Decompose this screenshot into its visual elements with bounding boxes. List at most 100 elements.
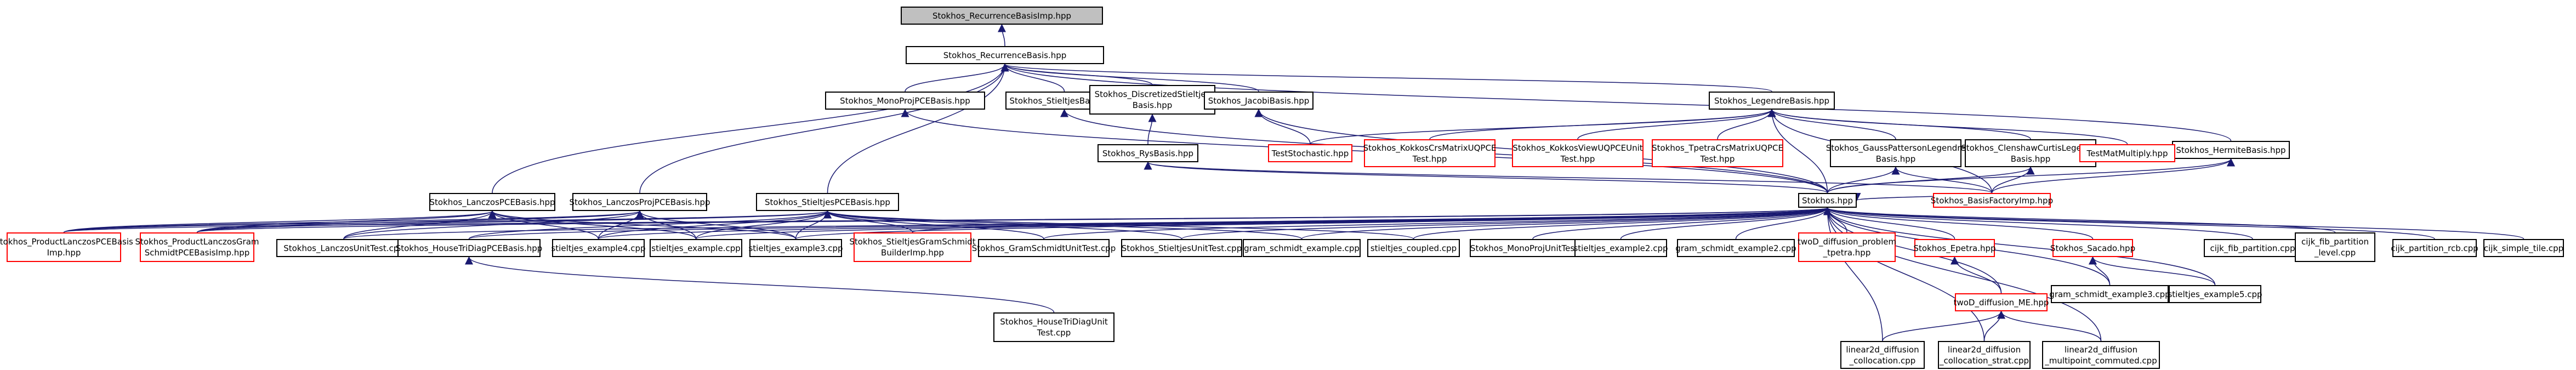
- node-teststochastic[interactable]: TestStochastic.hpp: [1268, 144, 1352, 162]
- edge-productlanczos-to-lanczosproj: [63, 210, 644, 233]
- edge-basisfactory-to-clenshaw: [1991, 166, 2035, 193]
- node-discretized[interactable]: Stokhos_DiscretizedStieltjes Basis.hpp: [1089, 85, 1215, 115]
- node-stieltjesex5[interactable]: stieltjes_example5.cpp: [2168, 285, 2262, 303]
- node-productlanczos[interactable]: Stokhos_ProductLanczosPCEBasis Imp.hpp: [0, 232, 133, 262]
- node-stieltjesunit[interactable]: Stokhos_StieltjesUnitTest.cpp: [1121, 239, 1242, 257]
- node-stieltjescoupled[interactable]: stieltjes_coupled.cpp: [1367, 239, 1460, 257]
- edge-simpletile-to-stokhos: [1823, 207, 2524, 240]
- edge-stieltjesex-to-stieltjespce: [695, 210, 832, 240]
- edge-basisfactory-to-hermite: [1991, 158, 2235, 193]
- edge-legendre-to-recurrence: [1001, 63, 1772, 92]
- node-lanczosproj[interactable]: Stokhos_LanczosProjPCEBasis.hpp: [570, 193, 710, 211]
- edge-productlanczos-to-lanczospce: [63, 210, 496, 233]
- node-simpletile[interactable]: cijk_simple_tile.cpp: [2483, 239, 2564, 257]
- edge-jacobi-to-recurrence: [1000, 63, 1259, 92]
- edge-productlanczosgram-to-stokhos: [196, 207, 1831, 233]
- edge-tpetracrs-to-legendre: [1717, 109, 1776, 140]
- node-linear2d-multipoint[interactable]: linear2d_diffusion _multipoint_commuted.…: [2042, 341, 2160, 369]
- node-tpetracrs[interactable]: Stokhos_TpetraCrsMatrixUQPCE Test.hpp: [1652, 139, 1783, 167]
- edge-testmatmul-to-legendre: [1767, 109, 2128, 145]
- edge-fiberpartition-to-stokhos: [1823, 207, 2253, 240]
- node-basisfactory[interactable]: Stokhos_BasisFactoryImp.hpp: [1931, 193, 2053, 208]
- node-stieltjesex2[interactable]: stieltjes_example2.cpp: [1573, 239, 1668, 257]
- edge-gramunit-to-stokhos: [1043, 207, 1832, 240]
- node-stokhos[interactable]: Stokhos.hpp: [1798, 193, 1857, 208]
- edge-gausspatterson-to-legendre: [1767, 109, 1896, 140]
- node-householder[interactable]: Stokhos_HouseTriDiagPCEBasis.hpp: [396, 239, 542, 257]
- edge-stieltjesex2-to-stokhos: [1620, 207, 1832, 240]
- edge-hermite-to-recurrence: [1000, 63, 2232, 141]
- edge-twodme-to-epetra: [1951, 256, 2002, 294]
- node-legendre[interactable]: Stokhos_LegendreBasis.hpp: [1709, 92, 1835, 110]
- node-sacado[interactable]: Stokhos_Sacado.hpp: [2050, 239, 2135, 257]
- node-gramunit[interactable]: Stokhos_GramSchmidtUnitTest.cpp: [972, 239, 1116, 257]
- node-lanczosunit[interactable]: Stokhos_LanczosUnitTest.cpp: [276, 239, 411, 257]
- node-fiberpartitionlevel[interactable]: cijk_fib_partition _level.cpp: [2295, 232, 2375, 262]
- node-linear2d-colloc-strat[interactable]: linear2d_diffusion _collocation_strat.cp…: [1938, 341, 2031, 369]
- edge-stieltjespce-to-recurrence: [827, 63, 1009, 193]
- edge-householder-to-stieltjespce: [468, 210, 832, 240]
- node-stieltjespce[interactable]: Stokhos_StieltjesPCEBasis.hpp: [756, 193, 899, 211]
- node-hermite[interactable]: Stokhos_HermiteBasis.hpp: [2172, 141, 2290, 159]
- edge-productlanczosgram-to-stieltjespce: [196, 210, 832, 233]
- edge-sacado-to-stokhos: [1823, 207, 2094, 240]
- node-stieltjesgram[interactable]: Stokhos_StieltjesGramSchmidt BuilderImp.…: [849, 232, 976, 262]
- edge-stokhos-to-clenshaw: [1827, 166, 2035, 193]
- edge-stieltjesex4-to-lanczospce: [488, 210, 599, 240]
- edge-stokhos-to-legendre: [1767, 109, 1828, 193]
- edge-linear2d-colloc-to-stokhos: [1823, 207, 1883, 341]
- edge-teststochastic-to-jacobi: [1254, 109, 1311, 145]
- edge-rysbasis-to-discretized: [1147, 113, 1157, 145]
- node-clenshaw[interactable]: Stokhos_ClenshawCurtisLegendre Basis.hpp: [1961, 139, 2100, 167]
- edge-linear2d-colloc-to-twodme: [1882, 310, 2005, 341]
- edge-stieltjesex5-to-sacado: [2089, 256, 2216, 286]
- node-gausspatterson[interactable]: Stokhos_GaussPattersonLegendre Basis.hpp: [1826, 139, 1965, 167]
- node-gramex2[interactable]: gram_schmidt_example2.cpp: [1675, 239, 1796, 257]
- edge-basisfactory-to-rysbasis: [1144, 161, 1993, 193]
- node-fiberpartition[interactable]: cijk_fib_partition.cpp: [2204, 239, 2301, 257]
- node-housetriunit[interactable]: Stokhos_HouseTriDiagUnit Test.cpp: [993, 312, 1114, 342]
- node-kokkoscrs[interactable]: Stokhos_KokkosCrsMatrixUQPCE Test.hpp: [1363, 139, 1496, 167]
- edge-linear2d-colloc-strat-to-stokhos: [1823, 207, 1985, 341]
- node-kokkosview[interactable]: Stokhos_KokkosViewUQPCEUnit Test.hpp: [1512, 139, 1644, 167]
- edge-lanczosproj-to-recurrence: [639, 63, 1009, 193]
- edge-linear2d-colloc-strat-to-twodme: [1983, 310, 2005, 341]
- edge-lanczosunit-to-lanczospce: [343, 210, 497, 240]
- node-rysbasis[interactable]: Stokhos_RysBasis.hpp: [1097, 144, 1198, 162]
- edge-stieltjescoupled-to-stokhos: [1413, 207, 1832, 240]
- node-recurrence[interactable]: Stokhos_RecurrenceBasis.hpp: [906, 46, 1104, 64]
- node-root[interactable]: Stokhos_RecurrenceBasisImp.hpp: [901, 7, 1103, 25]
- node-productlanczosgram[interactable]: Stokhos_ProductLanczosGram SchmidtPCEBas…: [135, 232, 259, 262]
- edge-stieltjesex-to-lanczospce: [488, 210, 697, 240]
- edge-stieltjesgram-to-stokhos: [912, 207, 1831, 233]
- edge-kokkosview-to-legendre: [1577, 109, 1776, 140]
- node-linear2d-colloc[interactable]: linear2d_diffusion _collocation.cpp: [1840, 341, 1925, 369]
- edge-productlanczos-to-stieltjespce: [63, 210, 832, 233]
- node-twod-epetra[interactable]: twoD_diffusion_problem _tpetra.hpp: [1798, 232, 1896, 262]
- edge-stokhos-to-gausspatterson: [1827, 166, 1900, 193]
- edge-stieltjesunit-to-stokhos: [1181, 207, 1832, 240]
- node-testmatmul[interactable]: TestMatMultiply.hpp: [2079, 144, 2175, 162]
- node-stieltjesex3[interactable]: stieltjes_example3.cpp: [748, 239, 843, 257]
- edge-linear2d-multipoint-to-stokhos: [1823, 207, 2102, 341]
- edge-epetra-to-stokhos: [1823, 207, 1955, 240]
- edge-lanczospce-to-recurrence: [492, 63, 1009, 193]
- edge-fiberpartitionlevel-to-stokhos: [1823, 207, 2336, 233]
- node-partitionrcb[interactable]: cijk_partition_rcb.cpp: [2391, 239, 2478, 257]
- node-epetra[interactable]: Stokhos_Epetra.hpp: [1913, 239, 1996, 257]
- node-gramex3[interactable]: gram_schmidt_example3.cpp: [2049, 285, 2170, 303]
- edge-kokkoscrs-to-legendre: [1429, 109, 1776, 140]
- node-twodme[interactable]: twoD_diffusion_ME.hpp: [1954, 293, 2049, 311]
- node-monoproj[interactable]: Stokhos_MonoProjPCEBasis.hpp: [825, 92, 985, 110]
- edge-housetriunit-to-householder: [465, 256, 1055, 313]
- node-jacobi[interactable]: Stokhos_JacobiBasis.hpp: [1204, 92, 1313, 110]
- node-stieltjesex[interactable]: stieltjes_example.cpp: [650, 239, 742, 257]
- edge-partitionrcb-to-stokhos: [1823, 207, 2435, 240]
- node-gramex[interactable]: gram_schmidt_example.cpp: [1243, 239, 1361, 257]
- node-stieltjesex4[interactable]: stieltjes_example4.cpp: [551, 239, 646, 257]
- edge-stieltjesex5-to-stokhos: [1823, 207, 2216, 286]
- node-lanczospce[interactable]: Stokhos_LanczosPCEBasis.hpp: [429, 193, 555, 211]
- edge-recurrence-to-root: [998, 24, 1006, 47]
- edge-gramex-to-stokhos: [1301, 207, 1832, 240]
